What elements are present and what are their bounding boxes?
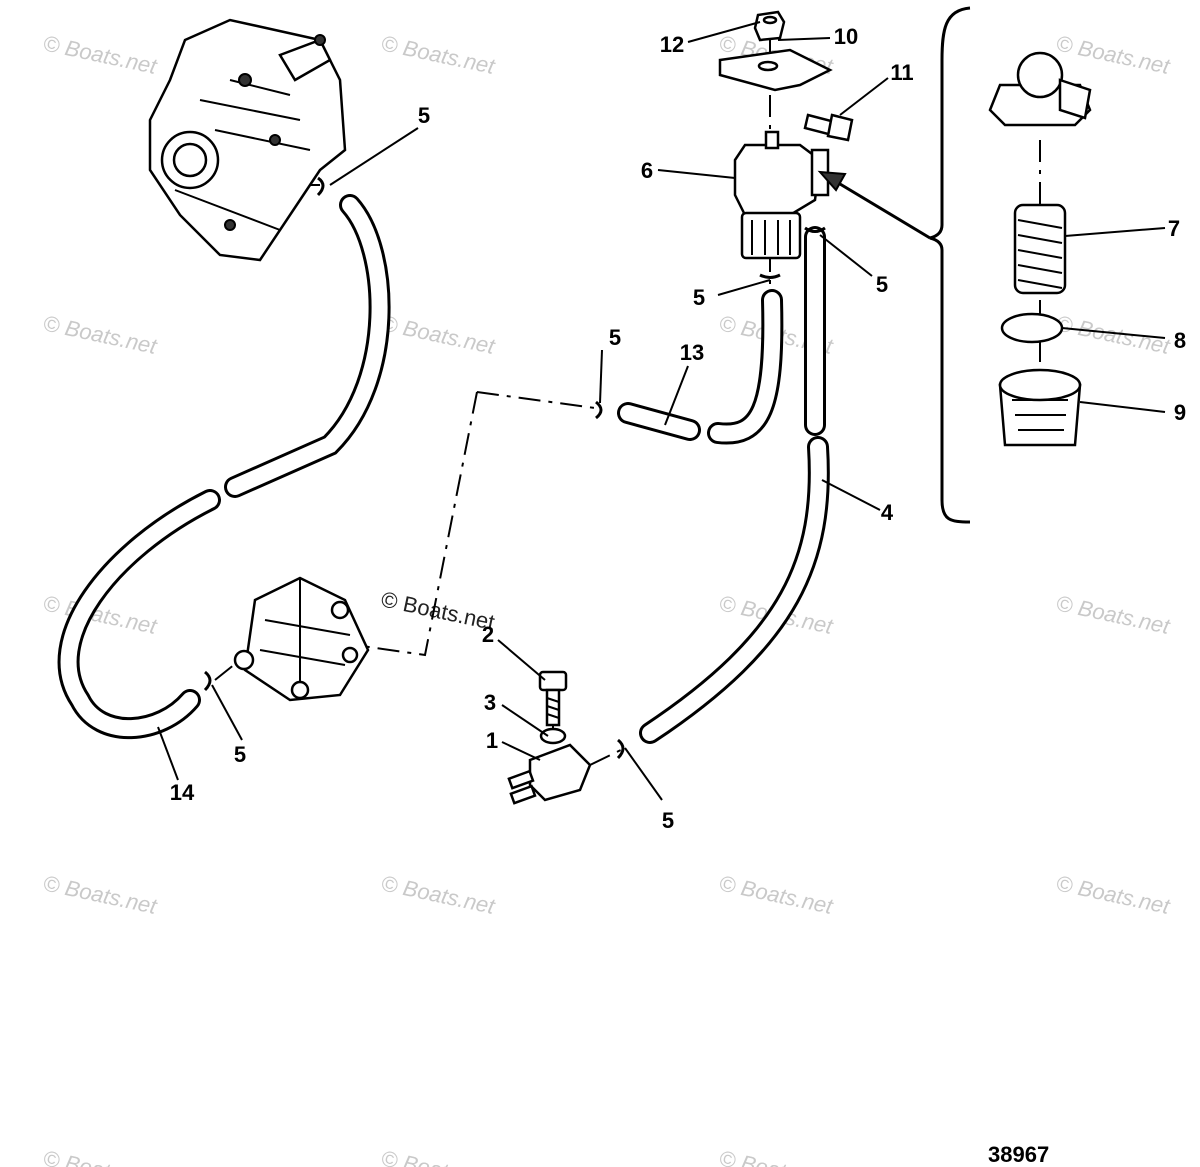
callout-5: 5 <box>693 285 705 310</box>
callout-13: 13 <box>680 340 704 365</box>
callout-5: 5 <box>418 103 430 128</box>
callout-12: 12 <box>660 32 684 57</box>
watermark: © Boats.net <box>379 870 498 919</box>
callout-8: 8 <box>1174 328 1186 353</box>
callout-7: 7 <box>1168 216 1180 241</box>
inset-bracket <box>817 6 971 524</box>
filter-head <box>988 51 1092 127</box>
bracket <box>718 48 833 92</box>
watermark: © Boats.net <box>1054 590 1173 639</box>
carburetor <box>148 18 347 262</box>
callout-10: 10 <box>834 24 858 49</box>
callout-6: 6 <box>641 158 653 183</box>
callout-4: 4 <box>881 500 894 525</box>
watermark: © Boats.net <box>41 30 160 79</box>
watermark: © Boats.net <box>1054 310 1173 359</box>
callout-3: 3 <box>484 690 496 715</box>
callout-5: 5 <box>662 808 674 833</box>
callout-9: 9 <box>1174 400 1186 425</box>
screw-2 <box>538 670 568 727</box>
watermark: © Boats.net <box>41 1145 160 1167</box>
figure-number: 38967 <box>988 1142 1049 1167</box>
callout-2: 2 <box>482 622 494 647</box>
callout-11: 11 <box>890 60 913 85</box>
fuel-filter-assembly <box>733 130 830 260</box>
callout-5: 5 <box>234 742 246 767</box>
callout-5: 5 <box>876 272 888 297</box>
hose-14 <box>57 194 391 740</box>
callouts: 5 12 10 11 6 7 8 9 5 5 5 13 4 2 3 1 5 14… <box>170 24 1186 833</box>
hose-clamps <box>203 176 826 760</box>
watermark: © Boats.net <box>717 1145 836 1167</box>
hose-13 <box>617 289 784 445</box>
nut <box>753 10 786 42</box>
watermark: © Boats.net <box>41 310 160 359</box>
fuel-connector <box>507 743 592 805</box>
callout-14: 14 <box>170 780 195 805</box>
watermark: © Boats.net <box>379 310 498 359</box>
filter-bowl <box>998 368 1082 447</box>
watermark: © Boats.net <box>1054 870 1173 919</box>
watermark: © Boats.net <box>717 870 836 919</box>
watermark: © Boats.net <box>379 30 498 79</box>
washer <box>539 727 567 745</box>
fuel-pump <box>233 576 370 702</box>
watermark: © Boats.net <box>379 1145 498 1167</box>
watermark-dark: © Boats.net <box>379 586 497 634</box>
callout-1: 1 <box>486 728 498 753</box>
filter-element <box>1013 203 1067 295</box>
o-ring <box>1000 312 1064 344</box>
leader-lines <box>157 21 1166 801</box>
watermark: © Boats.net <box>1054 30 1173 79</box>
screw-11 <box>803 113 854 142</box>
watermark: © Boats.net <box>41 870 160 919</box>
callout-5: 5 <box>609 325 621 350</box>
hose-4 <box>639 226 830 744</box>
